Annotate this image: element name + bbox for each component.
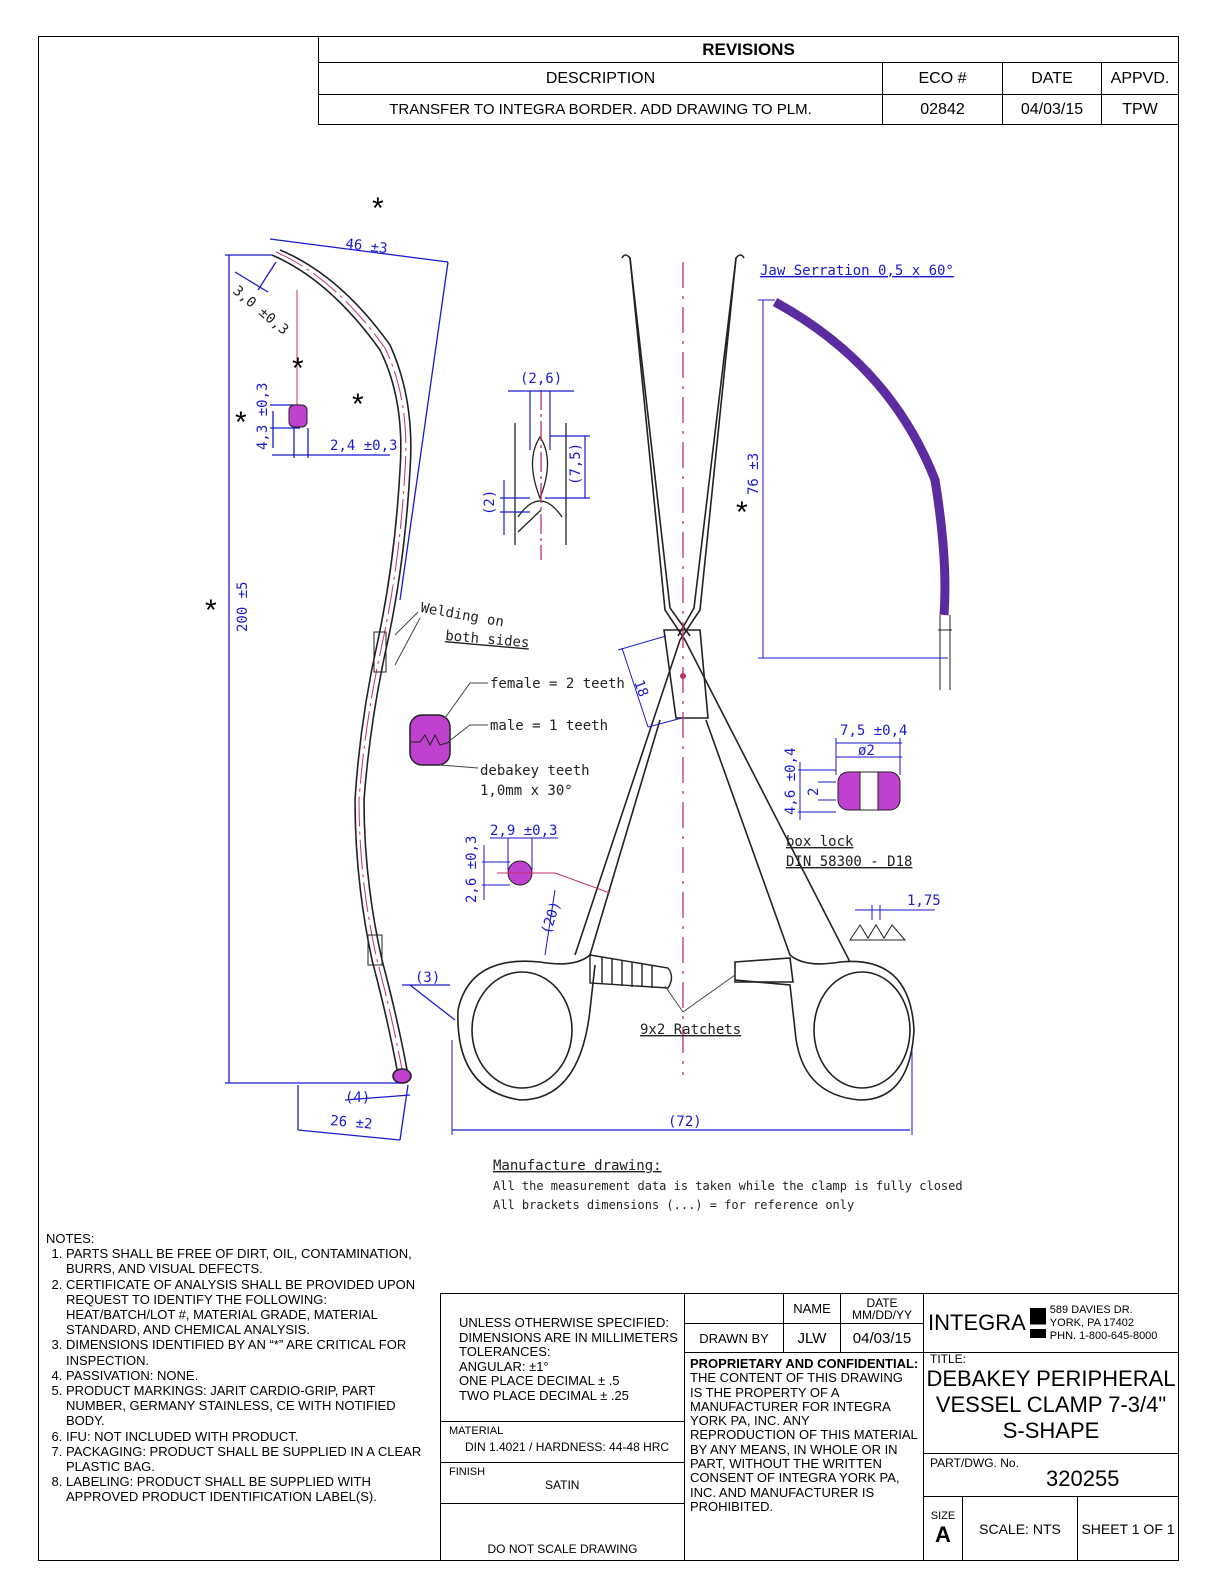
weld-detail-dimensions bbox=[500, 390, 590, 535]
date-header: DATE MM/DD/YY bbox=[840, 1293, 924, 1324]
dim-7-5-ref: (7,5) bbox=[568, 443, 584, 485]
note-item: PARTS SHALL BE FREE OF DIRT, OIL, CONTAM… bbox=[66, 1246, 436, 1276]
dim-phi-2: ø2 bbox=[858, 743, 875, 759]
scale: SCALE: NTS bbox=[962, 1496, 1078, 1561]
dim-46: 46 ±3 bbox=[345, 236, 389, 257]
welding-label-2: both sides bbox=[445, 628, 530, 651]
svg-text:*: * bbox=[736, 496, 748, 529]
dim-76: 76 ±3 bbox=[746, 453, 762, 495]
proprietary-text: THE CONTENT OF THIS DRAWING IS THE PROPE… bbox=[690, 1370, 918, 1514]
svg-text:*: * bbox=[235, 406, 247, 439]
teeth-cross-section bbox=[409, 714, 451, 766]
dim-2-9: 2,9 ±0,3 bbox=[490, 823, 557, 839]
dim-1-75: 1,75 bbox=[907, 893, 941, 909]
dim-200: 200 ±5 bbox=[235, 581, 251, 632]
note-item: DIMENSIONS IDENTIFIED BY AN “*” ARE CRIT… bbox=[66, 1337, 436, 1367]
notes: NOTES: PARTS SHALL BE FREE OF DIRT, OIL,… bbox=[46, 1231, 436, 1505]
dim-26: 26 ±2 bbox=[330, 1113, 373, 1133]
dim-2-6-ref: (2,6) bbox=[520, 371, 562, 387]
side-view-dimensions bbox=[225, 238, 456, 1141]
ratchets-label: 9x2 Ratchets bbox=[640, 1022, 741, 1038]
debakey-teeth-label: debakey teeth bbox=[480, 763, 590, 779]
box-lock-din: DIN 58300 - D18 bbox=[786, 854, 912, 870]
drawn-date: 04/03/15 bbox=[840, 1323, 924, 1353]
manufacture-title: Manufacture drawing: bbox=[493, 1158, 662, 1174]
dim-20: (20) bbox=[539, 899, 565, 936]
integra-logo: INTEGRA bbox=[928, 1310, 1026, 1335]
dim-2: 2 bbox=[806, 788, 822, 796]
revision-appvd: TPW bbox=[1101, 94, 1179, 125]
weld-detail bbox=[514, 390, 567, 560]
tolerances-block: UNLESS OTHERWISE SPECIFIED:DIMENSIONS AR… bbox=[440, 1293, 685, 1422]
part-number-cell: PART/DWG. No. 320255 bbox=[923, 1453, 1179, 1497]
note-item: PRODUCT MARKINGS: JARIT CARDIO-GRIP, PAR… bbox=[66, 1383, 436, 1429]
dim-3: (3) bbox=[415, 970, 440, 986]
manufacture-line-2: All brackets dimensions (...) = for refe… bbox=[493, 1198, 854, 1212]
dim-72: (72) bbox=[668, 1114, 702, 1130]
box-lock-label: box lock bbox=[786, 834, 854, 850]
dim-18: 18 bbox=[630, 678, 651, 699]
note-item: PACKAGING: PRODUCT SHALL BE SUPPLIED IN … bbox=[66, 1444, 436, 1474]
debakey-teeth-size: 1,0mm x 30° bbox=[480, 783, 573, 799]
svg-text:*: * bbox=[352, 388, 364, 421]
dim-7-5: 7,5 ±0,4 bbox=[840, 723, 907, 739]
jaw-serration-view bbox=[772, 298, 950, 616]
proprietary-title: PROPRIETARY AND CONFIDENTIAL: bbox=[690, 1356, 919, 1371]
cross-section-tip bbox=[288, 404, 308, 428]
do-not-scale: DO NOT SCALE DRAWING bbox=[440, 1503, 685, 1561]
material-value: DIN 1.4021 / HARDNESS: 44-48 HRC bbox=[465, 1440, 670, 1454]
critical-markers: * * * * * * bbox=[205, 192, 748, 627]
svg-text:*: * bbox=[372, 192, 384, 225]
drawn-by-name: JLW bbox=[783, 1323, 841, 1353]
box-lock-section bbox=[798, 738, 902, 820]
sheet-number: SHEET 1 OF 1 bbox=[1077, 1496, 1179, 1561]
note-item: PASSIVATION: NONE. bbox=[66, 1368, 436, 1383]
s-shape-side-view bbox=[271, 249, 412, 1084]
part-number: 320255 bbox=[1046, 1466, 1120, 1491]
ratchet-profile bbox=[849, 924, 907, 941]
svg-text:*: * bbox=[205, 594, 217, 627]
welding-label-1: Welding on bbox=[419, 600, 505, 630]
dim-2-ref: (2) bbox=[482, 490, 498, 515]
notes-title: NOTES: bbox=[46, 1231, 95, 1246]
dim-4: (4) bbox=[345, 1090, 370, 1106]
logo-mark-icon bbox=[1029, 1308, 1046, 1338]
svg-text:*: * bbox=[292, 352, 304, 385]
jaw-serration-label: Jaw Serration 0,5 x 60° bbox=[760, 263, 954, 279]
proprietary-block: PROPRIETARY AND CONFIDENTIAL: THE CONTEN… bbox=[684, 1352, 924, 1561]
dim-3-0: 3,0 ±0,3 bbox=[229, 283, 291, 339]
name-header: NAME bbox=[783, 1293, 841, 1324]
dim-2-4: 2,4 ±0,3 bbox=[330, 438, 397, 454]
dim-4-3: 4,3 ±0,3 bbox=[255, 383, 271, 450]
note-item: LABELING: PRODUCT SHALL BE SUPPLIED WITH… bbox=[66, 1474, 436, 1504]
drawn-by-label: DRAWN BY bbox=[684, 1323, 784, 1353]
drawing-title: DEBAKEY PERIPHERAL bbox=[926, 1366, 1176, 1391]
finish-value: SATIN bbox=[545, 1478, 580, 1492]
male-teeth-label: male = 1 teeth bbox=[490, 718, 608, 734]
ratchet bbox=[589, 954, 673, 989]
dim-2-6: 2,6 ±0,3 bbox=[464, 836, 480, 903]
note-item: IFU: NOT INCLUDED WITH PRODUCT. bbox=[66, 1429, 436, 1444]
dim-4-6: 4,6 ±0,4 bbox=[783, 748, 799, 815]
blank-header bbox=[684, 1293, 784, 1324]
manufacture-line-1: All the measurement data is taken while … bbox=[493, 1179, 963, 1193]
note-item: CERTIFICATE OF ANALYSIS SHALL BE PROVIDE… bbox=[66, 1277, 436, 1338]
female-teeth-label: female = 2 teeth bbox=[490, 676, 625, 692]
